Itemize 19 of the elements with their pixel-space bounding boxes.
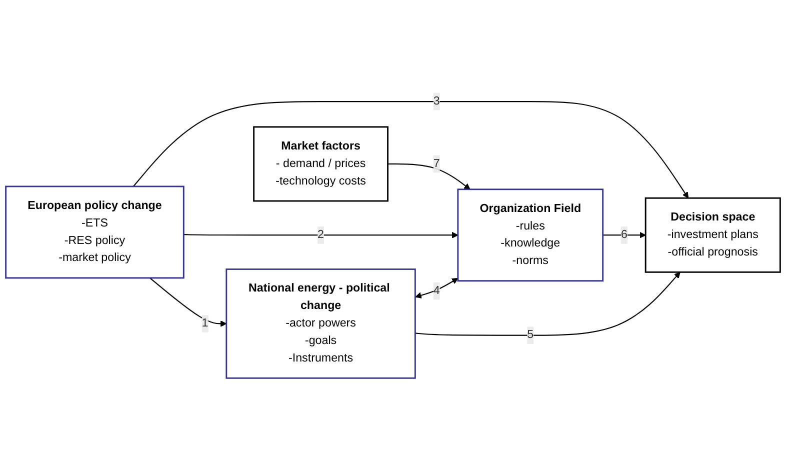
- arrow: [415, 278, 458, 298]
- node-box: Organization Field -rules -knowledge -norms: [457, 188, 604, 282]
- arrow: [184, 231, 458, 238]
- edge-label: 3: [433, 94, 440, 107]
- edge-label: 1: [202, 316, 208, 330]
- node-box: Market factors - demand / prices -technology costs: [253, 126, 388, 202]
- edge-label: 5: [527, 328, 534, 341]
- arrow: [415, 271, 680, 336]
- edge-label: 7: [433, 156, 440, 170]
- node-box: European policy change -ETS -RES policy -market policy: [5, 185, 184, 278]
- arrow: [602, 231, 646, 238]
- node-box: Decision space -investment plans -official prognosis: [644, 196, 781, 272]
- arrow: [388, 162, 470, 190]
- node-box: National energy - political change -actor powers -goals -Instruments: [226, 268, 416, 378]
- arrow: [150, 277, 227, 326]
- edge-label: 4: [433, 284, 440, 296]
- edge-label: 6: [620, 228, 628, 240]
- edge-label: 2: [318, 228, 324, 240]
- arrow: [132, 100, 689, 198]
